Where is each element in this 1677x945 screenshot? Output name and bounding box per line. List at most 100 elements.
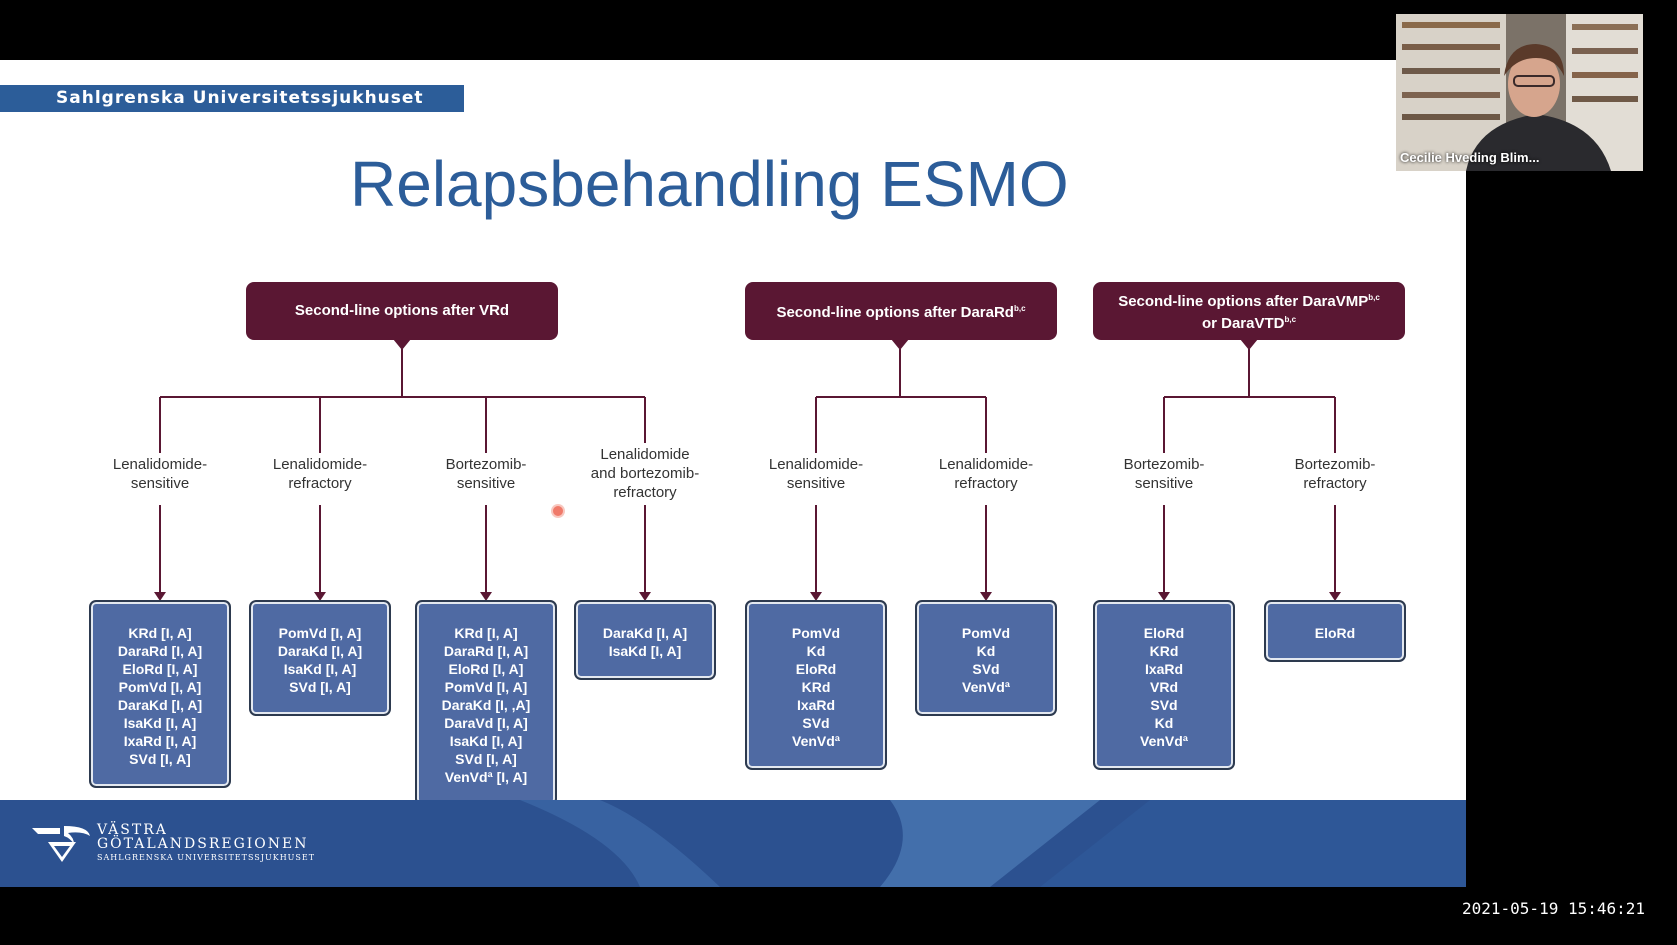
flow-header-text: Second-line options after DaraRd — [776, 304, 1014, 321]
regimen-item: EloRd — [1314, 625, 1356, 641]
branch-label-line: Bortezomib- — [445, 456, 527, 473]
regimen-item: Kd — [1154, 715, 1174, 731]
header-pointer — [393, 339, 411, 350]
flow-header: Second-line options after DaraRdb,c — [745, 282, 1057, 340]
branch-label-line: Lenalidomide- — [768, 456, 864, 473]
org-banner: Sahlgrenska Universitetssjukhuset — [0, 85, 464, 112]
slide-footer: VÄSTRA GÖTALANDSREGIONEN SAHLGRENSKA UNI… — [0, 800, 1466, 887]
regimen-item: VenVdª [I, A] — [444, 769, 528, 785]
regimen-item: PomVd [I, A] — [118, 679, 202, 695]
branch-label-line: refractory — [613, 484, 677, 501]
regimen-item: Kd — [976, 643, 996, 659]
arrow-head — [810, 592, 822, 601]
arrow-head — [480, 592, 492, 601]
regimen-item: IsaKd [I, A] — [123, 715, 197, 731]
branch-label-line: refractory — [954, 475, 1018, 492]
arrow-head — [1158, 592, 1170, 601]
regimen-item: DaraKd [I, A] — [117, 697, 203, 713]
regimen-item: VRd — [1150, 679, 1178, 695]
branch-label-line: Lenalidomide- — [272, 456, 368, 473]
regimen-item: PomVd — [791, 625, 841, 641]
regimen-item: VenVdª — [962, 679, 1010, 695]
header-pointer — [1240, 339, 1258, 350]
branch-label-line: Bortezomib- — [1294, 456, 1376, 473]
branch-label: Bortezomib-refractory — [1260, 455, 1410, 493]
branch-label-line: Lenalidomide- — [112, 456, 208, 473]
regimen-item: PomVd [I, A] — [444, 679, 528, 695]
regimen-item: SVd — [972, 661, 1000, 677]
regimen-item: DaraRd [I, A] — [117, 643, 203, 659]
regimen-item: PomVd — [961, 625, 1011, 641]
regimen-box: DaraKd [I, A] IsaKd [I, A] — [574, 600, 716, 680]
branch-label: Lenalidomide-refractory — [911, 455, 1061, 493]
footer-logo-text: VÄSTRA GÖTALANDSREGIONEN SAHLGRENSKA UNI… — [97, 823, 315, 865]
regimen-item: DaraRd [I, A] — [443, 643, 529, 659]
arrow-head — [314, 592, 326, 601]
footer-logo-line2: GÖTALANDSREGIONEN — [97, 836, 309, 852]
branch-label: Bortezomib-sensitive — [411, 455, 561, 493]
header-pointer — [891, 339, 909, 350]
regimen-item: IxaRd [I, A] — [123, 733, 197, 749]
footer-logo-line3: SAHLGRENSKA UNIVERSITETSSJUKHUSET — [97, 853, 316, 862]
regimen-item: IsaKd [I, A] — [449, 733, 523, 749]
arrow-head — [980, 592, 992, 601]
recording-timestamp: 2021-05-19 15:46:21 — [1462, 899, 1646, 918]
branch-label-line: sensitive — [1134, 475, 1194, 492]
regimen-item: EloRd — [1143, 625, 1185, 641]
regimen-item: EloRd — [795, 661, 837, 677]
regimen-item: Kd — [806, 643, 826, 659]
vgr-logo-icon — [32, 826, 90, 862]
flow-header-footnote: b,c — [1368, 293, 1380, 302]
branch-label-line: sensitive — [456, 475, 516, 492]
participant-video-tile[interactable]: Cecilie Hveding Blim... — [1396, 14, 1643, 171]
flow-header-footnote: b,c — [1284, 315, 1297, 324]
branch-label: Lenalidomide-refractory — [245, 455, 395, 493]
regimen-item: KRd — [1149, 643, 1179, 659]
pointer-cursor-icon — [553, 506, 563, 516]
flow-header-footnote: b,c — [1013, 304, 1026, 313]
regimen-item: VenVdª — [1140, 733, 1188, 749]
regimen-item: IsaKd [I, A] — [608, 643, 682, 659]
regimen-box: KRd [I, A] DaraRd [I, A] EloRd [I, A] PomVd… — [89, 600, 231, 788]
flow-header-text: Second-line options after DaraVMP — [1118, 293, 1369, 310]
regimen-item: KRd [I, A] — [454, 625, 518, 641]
regimen-item: SVd [I, A] — [129, 751, 191, 767]
regimen-item: IxaRd — [1144, 661, 1184, 677]
regimen-item: EloRd [I, A] — [448, 661, 524, 677]
regimen-box: EloRd — [1264, 600, 1406, 662]
regimen-item: VenVdª — [792, 733, 840, 749]
regimen-item: DaraVd [I, A] — [444, 715, 528, 731]
regimen-item: KRd [I, A] — [128, 625, 192, 641]
footer-wave-decoration — [520, 800, 1466, 887]
branch-label-line: refractory — [1303, 475, 1367, 492]
branch-label: Lenalidomide-sensitive — [85, 455, 235, 493]
branch-label: Lenalidomide-sensitive — [741, 455, 891, 493]
regimen-item: KRd — [801, 679, 831, 695]
branch-label: Bortezomib-sensitive — [1089, 455, 1239, 493]
arrow-head — [1329, 592, 1341, 601]
branch-label-line: sensitive — [786, 475, 846, 492]
regimen-item: SVd [I, A] — [455, 751, 517, 767]
footer-logo-line1: VÄSTRA — [97, 822, 168, 838]
branch-label-line: refractory — [288, 475, 352, 492]
branch-label-line: Bortezomib- — [1123, 456, 1205, 473]
regimen-item: DaraKd [I, A] — [602, 625, 688, 641]
flow-header-text: Second-line options after VRd — [294, 302, 510, 319]
regimen-box: PomVd [I, A]DaraKd [I, A]IsaKd [I, A]SVd… — [249, 600, 391, 716]
regimen-item: IsaKd [I, A] — [283, 661, 357, 677]
regimen-item: SVd [I, A] — [289, 679, 351, 695]
regimen-item: PomVd [I, A] — [278, 625, 362, 641]
regimen-item: SVd — [1150, 697, 1178, 713]
regimen-item: IxaRd — [796, 697, 836, 713]
slide-title: Relapsbehandling ESMO — [350, 148, 1069, 220]
flow-header-text-line2: or DaraVTD — [1201, 315, 1285, 332]
regimen-item: EloRd [I, A] — [122, 661, 198, 677]
branch-label-line: and bortezomib- — [590, 465, 700, 482]
branch-label-line: Lenalidomide- — [938, 456, 1034, 473]
arrow-head — [639, 592, 651, 601]
